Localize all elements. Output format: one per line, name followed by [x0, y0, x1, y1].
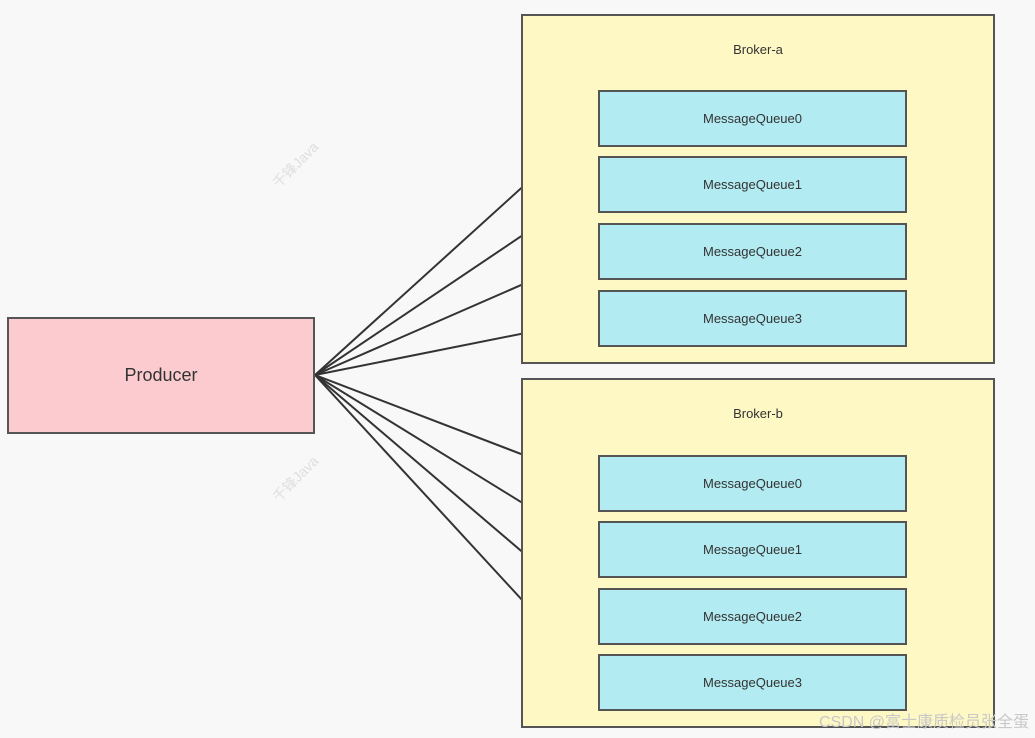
broker-a-queue-1: MessageQueue1	[598, 156, 907, 213]
broker-a-label: Broker-a	[733, 42, 783, 57]
queue-label: MessageQueue1	[702, 177, 802, 192]
producer-label: Producer	[124, 365, 198, 385]
queue-label: MessageQueue0	[702, 111, 802, 126]
queue-label: MessageQueue2	[702, 609, 802, 624]
source-credit: CSDN @富士康质检员张全蛋	[818, 714, 1029, 731]
broker-b-queue-2: MessageQueue2	[598, 588, 907, 645]
broker-a-queue-3: MessageQueue3	[598, 290, 907, 347]
queue-label: MessageQueue3	[702, 311, 802, 326]
broker-b-queue-1: MessageQueue1	[598, 521, 907, 578]
queue-label: MessageQueue2	[702, 244, 802, 259]
queue-label: MessageQueue0	[702, 476, 802, 491]
broker-b-queue-3: MessageQueue3	[598, 654, 907, 711]
broker-b-label: Broker-b	[733, 406, 783, 421]
producer-node: Producer	[7, 317, 315, 434]
broker-b-queue-0: MessageQueue0	[598, 455, 907, 512]
broker-a-queue-0: MessageQueue0	[598, 90, 907, 147]
queue-label: MessageQueue1	[702, 542, 802, 557]
broker-a-queue-2: MessageQueue2	[598, 223, 907, 280]
queue-label: MessageQueue3	[702, 675, 802, 690]
